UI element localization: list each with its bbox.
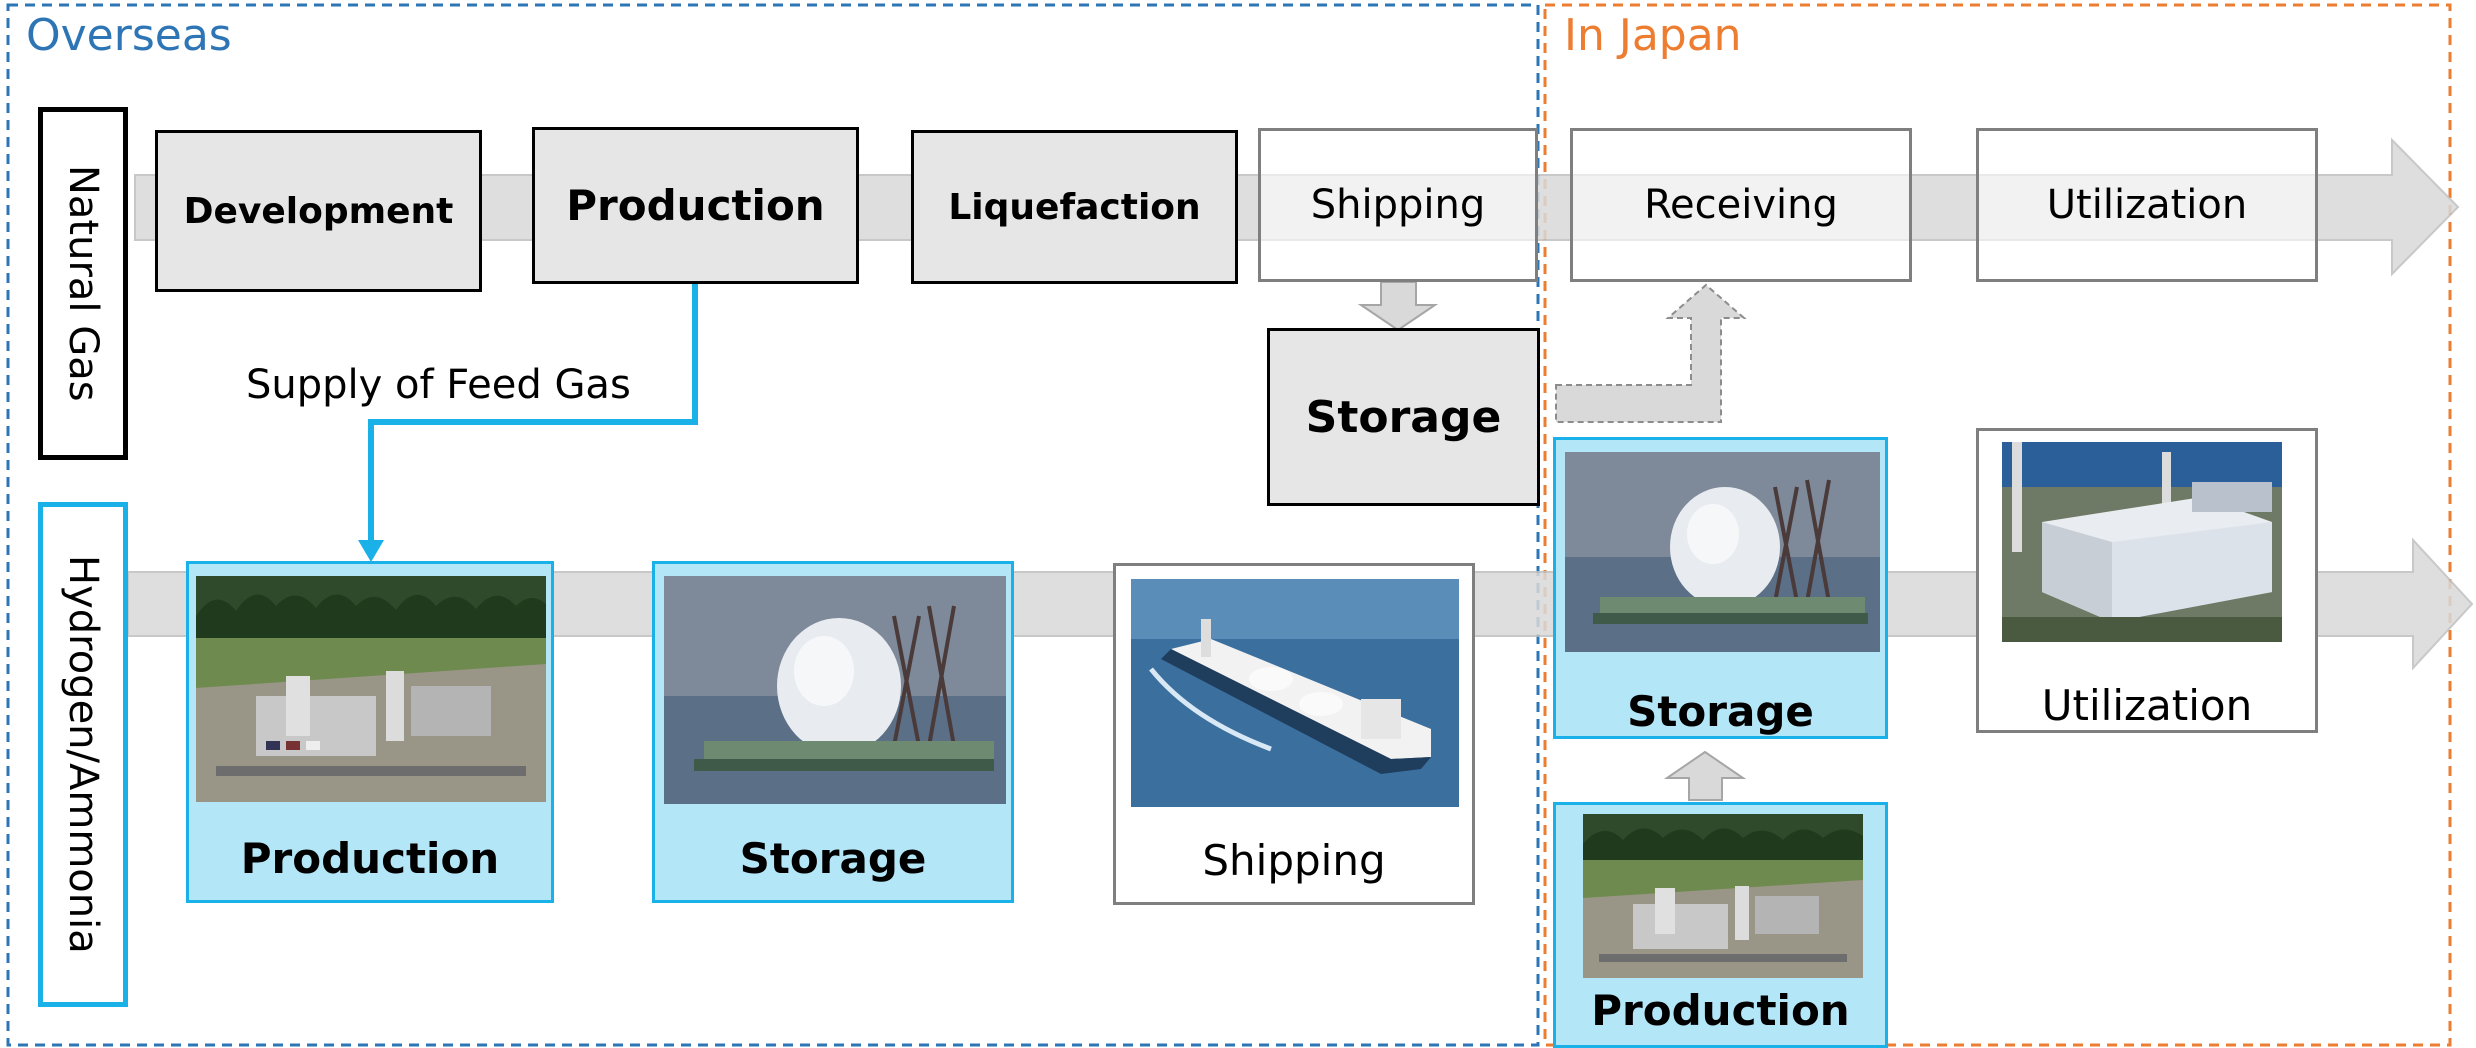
production-to-storage-arrow xyxy=(1663,750,1747,801)
ng-production-box: Production xyxy=(532,127,859,284)
storage-tank-photo xyxy=(664,576,1006,804)
jp-production-plant-photo xyxy=(1583,814,1863,978)
h2-production-card: Production xyxy=(186,561,554,903)
shipping-to-storage-arrow xyxy=(1357,281,1439,332)
ng-development-box: Development xyxy=(155,130,482,292)
natural-gas-row-text: Natural Gas xyxy=(60,165,106,402)
storage-to-receiving-arrow xyxy=(1555,283,1747,423)
jp-storage-label: Storage xyxy=(1627,687,1814,736)
production-plant-photo xyxy=(196,576,546,802)
feed-gas-connector-line xyxy=(368,283,698,545)
h2-production-label: Production xyxy=(240,834,500,883)
ship-photo xyxy=(1131,579,1459,807)
overseas-region-label: Overseas xyxy=(26,10,232,61)
natural-gas-row-label: Natural Gas xyxy=(38,107,128,460)
h2-shipping-card: Shipping xyxy=(1113,563,1475,905)
feed-gas-label: Supply of Feed Gas xyxy=(246,362,631,408)
jp-production-card: Production xyxy=(1553,802,1888,1048)
h2-storage-card: Storage xyxy=(652,561,1014,903)
ng-receiving-box: Receiving xyxy=(1570,128,1912,282)
h2-storage-label: Storage xyxy=(739,834,927,883)
jp-production-label: Production xyxy=(1591,986,1850,1035)
jp-utilization-label: Utilization xyxy=(2041,681,2253,730)
hydrogen-row-text: Hydrogen/Ammonia xyxy=(60,555,106,954)
ng-utilization-box: Utilization xyxy=(1976,128,2318,282)
japan-region-label: In Japan xyxy=(1564,10,1742,61)
feed-gas-arrowhead xyxy=(358,540,384,562)
overseas-region-frame xyxy=(6,3,1540,1047)
japan-region-frame xyxy=(1543,3,2452,1047)
jp-utilization-card: Utilization xyxy=(1976,428,2318,733)
h2-shipping-label: Shipping xyxy=(1202,836,1386,885)
power-plant-photo xyxy=(2002,442,2282,642)
ng-storage-box: Storage xyxy=(1267,328,1540,506)
jp-storage-tank-photo xyxy=(1565,452,1880,652)
ng-shipping-box: Shipping xyxy=(1258,128,1538,282)
hydrogen-row-label: Hydrogen/Ammonia xyxy=(38,502,128,1007)
jp-storage-card: Storage xyxy=(1553,437,1888,739)
ng-liquefaction-box: Liquefaction xyxy=(911,130,1238,284)
